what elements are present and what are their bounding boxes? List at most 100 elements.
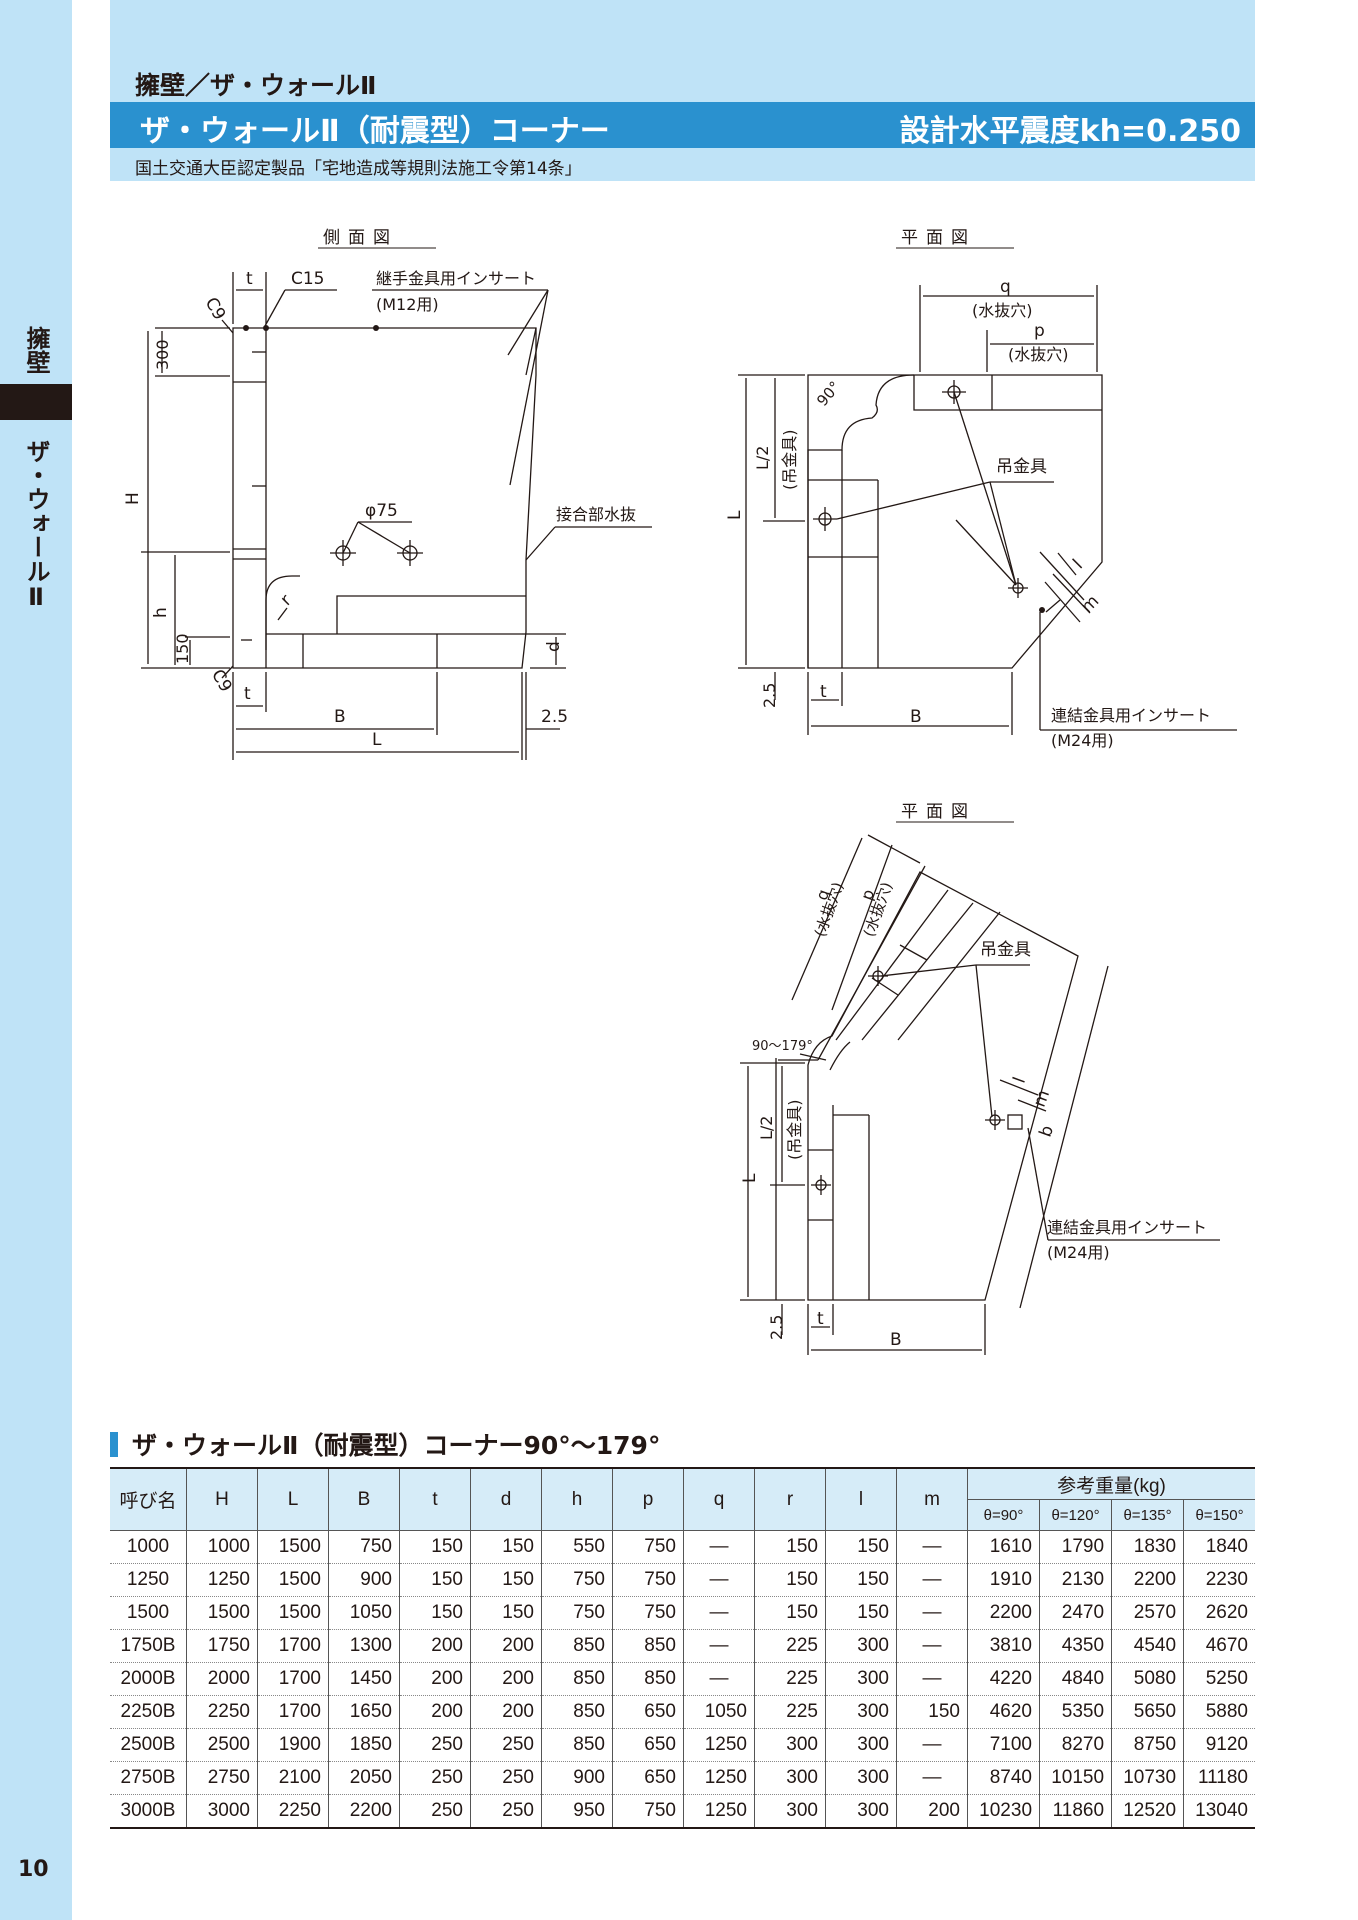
table-cell: 250 xyxy=(399,1794,471,1829)
table-cell: 1910 xyxy=(966,1563,1041,1597)
table-cell: 1250 xyxy=(186,1563,258,1597)
header-cell: p xyxy=(612,1467,684,1531)
title-bar: ザ・ウォールⅡ（耐震型）コーナー 設計水平震度kh=0.250 xyxy=(110,102,1255,149)
label-t-top: t xyxy=(246,269,253,289)
table-subheader-row: θ=90° θ=120° θ=135° θ=150° xyxy=(110,1499,1255,1531)
table-cell: 4670 xyxy=(1183,1629,1255,1663)
table-cell: 750 xyxy=(612,1794,684,1829)
table-cell: — xyxy=(896,1596,968,1630)
row-name-cell: 1750B xyxy=(110,1629,187,1663)
table-cell: 300 xyxy=(825,1695,897,1729)
table-cell: 200 xyxy=(470,1662,542,1696)
header-cell: t xyxy=(399,1467,471,1531)
table-cell: 2250 xyxy=(186,1695,258,1729)
table-cell: 150 xyxy=(754,1596,826,1630)
table-cell: 4840 xyxy=(1039,1662,1113,1696)
table-cell: 150 xyxy=(825,1596,897,1630)
table-cell: 850 xyxy=(612,1662,684,1696)
sidebar-title: ザ・ウォールⅡ xyxy=(22,439,50,611)
table-cell: 200 xyxy=(470,1695,542,1729)
table-cell: 250 xyxy=(399,1728,471,1762)
table-cell: 1790 xyxy=(1039,1530,1113,1564)
table-cell: 1850 xyxy=(328,1728,400,1762)
weight-subheader: θ=150° xyxy=(1183,1499,1255,1531)
table-cell: — xyxy=(896,1662,968,1696)
label-phi75: φ75 xyxy=(365,501,398,521)
table-cell: 2050 xyxy=(328,1761,400,1795)
table-cell: — xyxy=(683,1629,755,1663)
section-marker xyxy=(110,1432,118,1457)
table-cell: 2250 xyxy=(257,1794,329,1829)
table-cell: 300 xyxy=(825,1629,897,1663)
label-r: r xyxy=(277,591,296,610)
label-c9-top: C9 xyxy=(201,294,230,324)
table-cell: 2750 xyxy=(186,1761,258,1795)
table-cell: 1250 xyxy=(683,1761,755,1795)
label-B: B xyxy=(334,707,346,727)
row-name-cell: 1250 xyxy=(110,1563,187,1597)
table-cell: 2620 xyxy=(1183,1596,1255,1630)
table-cell: 9120 xyxy=(1183,1728,1255,1762)
table-cell: 300 xyxy=(754,1728,826,1762)
table-cell: 8750 xyxy=(1111,1728,1185,1762)
plan1-label-q: q xyxy=(1000,277,1011,297)
table-cell: 750 xyxy=(328,1530,400,1564)
row-name-cell: 1500 xyxy=(110,1596,187,1630)
table-cell: 2100 xyxy=(257,1761,329,1795)
table-cell: 900 xyxy=(328,1563,400,1597)
plan1-label-half-L: L/2 xyxy=(753,446,772,470)
table-cell: 1500 xyxy=(257,1563,329,1597)
plan1-label-angle: 90° xyxy=(813,378,844,410)
table-cell: 300 xyxy=(825,1728,897,1762)
label-dim-300: 300 xyxy=(153,339,172,370)
table-cell: 13040 xyxy=(1183,1794,1255,1829)
table-cell: 1830 xyxy=(1111,1530,1185,1564)
table-cell: 200 xyxy=(399,1695,471,1729)
table-cell: 2000 xyxy=(186,1662,258,1696)
drawings-canvas: 側面図 C9 t C15 継手金具用インサート (M12用) 300 H h 1… xyxy=(123,228,1237,1355)
table-cell: 850 xyxy=(541,1629,613,1663)
row-name-cell: 2750B xyxy=(110,1761,187,1795)
table-cell: 250 xyxy=(470,1794,542,1829)
label-c15: C15 xyxy=(291,269,325,289)
table-cell: 850 xyxy=(612,1629,684,1663)
table-section-title: ザ・ウォールⅡ（耐震型）コーナー90°～179° xyxy=(110,1426,660,1462)
table-cell: 4220 xyxy=(966,1662,1041,1696)
table-cell: 7100 xyxy=(966,1728,1041,1762)
row-name-cell: 1000 xyxy=(110,1530,187,1564)
table-cell: — xyxy=(683,1596,755,1630)
plan1-label-L: L xyxy=(725,510,745,520)
table-cell: 750 xyxy=(541,1563,613,1597)
table-cell: 300 xyxy=(754,1794,826,1829)
side-view-title: 側面図 xyxy=(323,228,398,248)
table-cell: 1700 xyxy=(257,1662,329,1696)
table-cell: 750 xyxy=(612,1563,684,1597)
plan1-label-q-sub: (水抜穴) xyxy=(972,301,1033,320)
table-cell: 2230 xyxy=(1183,1563,1255,1597)
plan-view-2-title: 平面図 xyxy=(901,802,976,822)
table-cell: 5250 xyxy=(1183,1662,1255,1696)
table-cell: 1650 xyxy=(328,1695,400,1729)
header-background xyxy=(110,0,1255,181)
weight-header: 参考重量(kg) xyxy=(967,1467,1255,1500)
table-cell: 550 xyxy=(541,1530,613,1564)
table-cell: 2130 xyxy=(1039,1563,1113,1597)
table-cell: 750 xyxy=(612,1530,684,1564)
sidebar: 擁壁 ザ・ウォールⅡ 10 xyxy=(0,0,72,1920)
table-cell: 2500 xyxy=(186,1728,258,1762)
table-cell: 250 xyxy=(470,1761,542,1795)
table-cell: 2200 xyxy=(328,1794,400,1829)
plan2-label-insert: 連結金具用インサート xyxy=(1047,1218,1207,1237)
plan1-label-p: p xyxy=(1034,321,1045,341)
table-cell: 1500 xyxy=(257,1530,329,1564)
label-dim-150: 150 xyxy=(173,633,192,664)
side-view-drawing xyxy=(141,272,652,760)
table-cell: 1300 xyxy=(328,1629,400,1663)
table-cell: 150 xyxy=(470,1563,542,1597)
plan2-label-t: t xyxy=(817,1309,824,1329)
table-cell: 750 xyxy=(612,1596,684,1630)
plan1-label-gap: 2.5 xyxy=(760,683,779,708)
label-L: L xyxy=(372,730,382,750)
